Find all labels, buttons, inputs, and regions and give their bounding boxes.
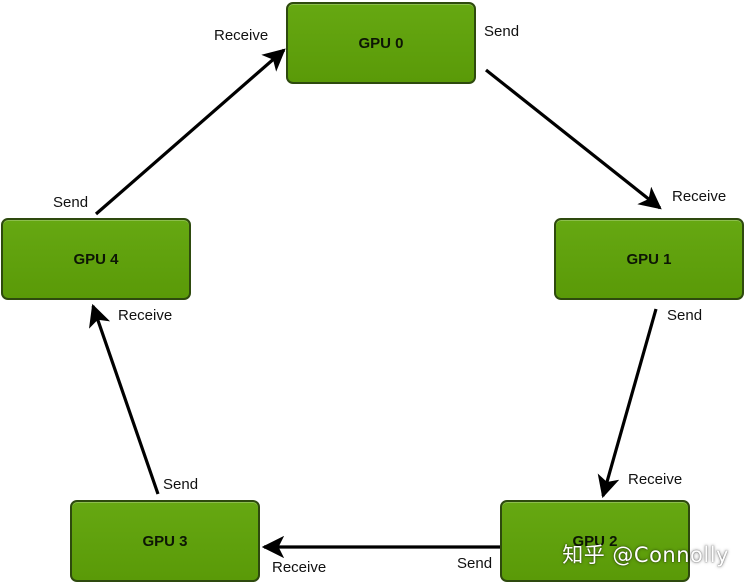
gpu0-receive-label: Receive [214, 27, 269, 44]
arrow-gpu3-to-gpu4 [89, 303, 160, 495]
gpu-2-label: GPU 2 [572, 532, 618, 550]
arrow-gpu1-to-gpu2 [597, 308, 658, 499]
gpu1-send-label: Send [667, 307, 703, 324]
gpu-4-label: GPU 4 [73, 250, 119, 268]
gpu2-send-label: Send [457, 555, 493, 572]
gpu2-receive-label: Receive [628, 471, 683, 488]
gpu-3-node: GPU 3 [70, 500, 260, 582]
gpu0-send-label: Send [484, 23, 520, 40]
gpu4-receive-label: Receive [118, 307, 173, 324]
arrow-gpu0-to-gpu1 [485, 68, 662, 210]
gpu4-send-label: Send [53, 194, 89, 211]
gpu3-receive-label: Receive [272, 559, 327, 576]
watermark: 知乎 @Connolly [562, 543, 729, 567]
gpu-2-node: GPU 2 [500, 500, 690, 582]
gpu1-receive-label: Receive [672, 188, 727, 205]
gpu-3-label: GPU 3 [142, 532, 188, 550]
gpu-0-node: GPU 0 [286, 2, 476, 84]
gpu3-send-label: Send [163, 476, 199, 493]
gpu-0-label: GPU 0 [358, 34, 404, 52]
gpu-4-node: GPU 4 [1, 218, 191, 300]
gpu-1-node: GPU 1 [554, 218, 744, 300]
gpu-1-label: GPU 1 [626, 250, 672, 268]
arrow-gpu4-to-gpu0 [94, 48, 286, 216]
